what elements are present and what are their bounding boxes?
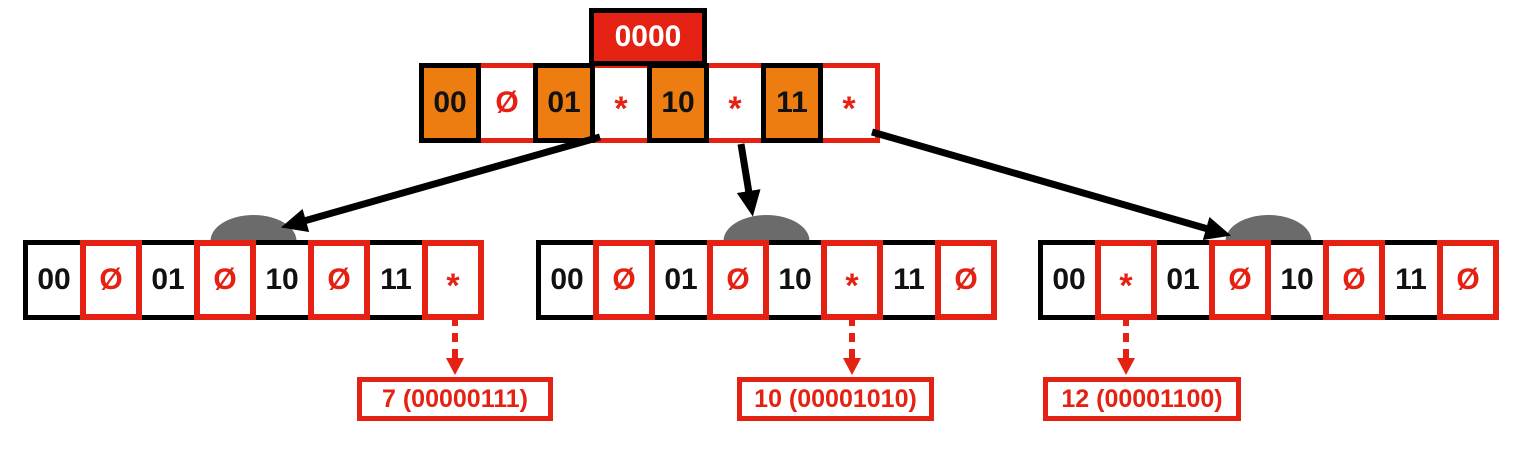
root-node-label: 0000 [614,20,682,53]
cell-empty: Ø [1323,240,1385,320]
cell-empty: Ø [194,240,256,320]
cell-key-00: 00 [536,240,598,320]
cell-pointer: * [704,63,766,143]
cell-pointer: * [818,63,880,143]
cell-key-11: 11 [878,240,940,320]
cell-key-10: 10 [251,240,313,320]
child-node-right: 00 * 01 Ø 10 Ø 11 Ø [1038,240,1499,320]
leaf-value-box-left: 7 (00000111) [357,377,553,421]
cell-key-11: 11 [761,63,823,143]
cell-key-00: 00 [23,240,85,320]
child-anchor-hump-left [210,215,297,241]
root-node: 0000 [589,8,707,66]
cell-key-01: 01 [1152,240,1214,320]
cell-empty: Ø [707,240,769,320]
child-anchor-hump-middle [723,215,810,241]
cell-key-10: 10 [647,63,709,143]
cell-key-01: 01 [137,240,199,320]
leaf-value-box-middle: 10 (00001010) [737,377,934,421]
cell-key-00: 00 [1038,240,1100,320]
cell-key-11: 11 [365,240,427,320]
cell-key-10: 10 [1266,240,1328,320]
child-anchor-hump-right [1225,215,1312,241]
cell-key-10: 10 [764,240,826,320]
cell-empty: Ø [593,240,655,320]
child-node-middle: 00 Ø 01 Ø 10 * 11 Ø [536,240,997,320]
leaf-value-box-right: 12 (00001100) [1043,377,1241,421]
cell-empty: Ø [935,240,997,320]
edge-root-to-left-child-arrow [280,133,601,232]
cell-empty: Ø [308,240,370,320]
cell-pointer: * [821,240,883,320]
cell-empty: Ø [1437,240,1499,320]
cell-empty: Ø [476,63,538,143]
edge-root-to-middle-child-arrow [736,143,761,217]
cell-pointer: * [422,240,484,320]
cell-empty: Ø [80,240,142,320]
cell-key-01: 01 [533,63,595,143]
index-node-top: 00 Ø 01 * 10 * 11 * [419,63,880,143]
child-node-left: 00 Ø 01 Ø 10 Ø 11 * [23,240,484,320]
cell-pointer: * [1095,240,1157,320]
cell-key-00: 00 [419,63,481,143]
cell-key-11: 11 [1380,240,1442,320]
cell-key-01: 01 [650,240,712,320]
cell-pointer: * [590,63,652,143]
cell-empty: Ø [1209,240,1271,320]
edge-root-to-right-child-arrow [871,128,1232,240]
